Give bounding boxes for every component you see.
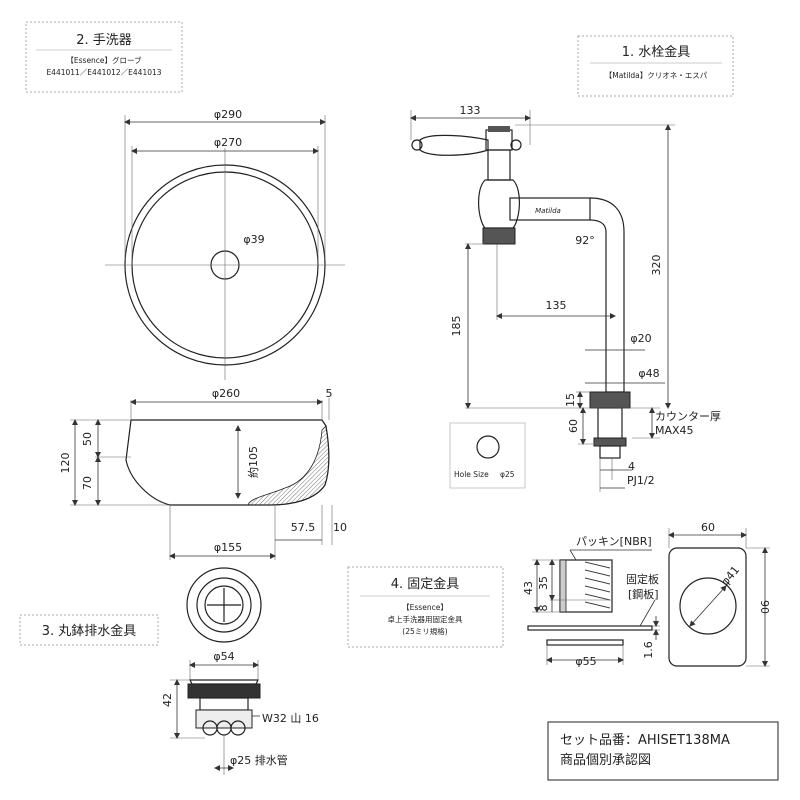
- pipe-diameter: φ20: [630, 332, 651, 345]
- bracket-thread-height: 35: [537, 576, 550, 590]
- hole-size-value: φ25: [500, 470, 515, 479]
- basin-rim-width: 5: [326, 387, 333, 400]
- drain-pipe-spec: φ25 排水管: [230, 753, 288, 767]
- bracket-series: 【Essence】: [402, 603, 448, 612]
- hole-size-label: Hole Size: [454, 470, 489, 479]
- faucet-side-view: Matilda 133 320 92° 135 185 φ20: [410, 104, 721, 492]
- drain-thread-spec: W32 山 16: [262, 712, 319, 725]
- drain-height: 42: [161, 693, 174, 707]
- basin-base-diameter: φ155: [214, 541, 242, 554]
- basin-top-view: φ290 φ270 φ39: [105, 108, 345, 380]
- gasket-label: パッキン[NBR]: [576, 535, 652, 548]
- faucet-title: 1. 水栓金具: [622, 44, 691, 60]
- counter-thickness-max: MAX45: [655, 424, 694, 437]
- basin-side-view: φ260 5 120 50 70 約105 φ155 57.5 10: [59, 387, 347, 560]
- basin-upper-height: 50: [81, 432, 94, 446]
- set-number: セット品番：AHISET138MA: [560, 733, 730, 748]
- basin-lower-height: 70: [81, 476, 94, 490]
- basin-outer-diameter: φ290: [214, 108, 242, 121]
- basin-base-height: 10: [333, 521, 347, 534]
- faucet-series: 【Matilda】クリオネ・エスパ: [605, 71, 708, 80]
- basin-top-diameter: φ260: [212, 387, 240, 400]
- bracket-desc: 卓上手洗器用固定金具: [388, 614, 463, 624]
- plate-width: 60: [701, 521, 715, 534]
- bracket-total-height: 43: [522, 581, 535, 595]
- set-number-box: セット品番：AHISET138MA 商品個別承認図: [547, 721, 779, 781]
- basin-total-height: 120: [59, 453, 72, 474]
- bracket-plate-view: φ41 60 90: [668, 521, 771, 667]
- faucet-reach: 135: [546, 299, 567, 312]
- basin-depth: 約105: [246, 446, 260, 478]
- basin-label-box: 2. 手洗器 【Essence】グローブ E441011／E441012／E44…: [25, 21, 183, 93]
- faucet-logo: Matilda: [535, 207, 561, 215]
- basin-offset: 57.5: [291, 521, 316, 534]
- drain-top-view: [186, 567, 262, 643]
- basin-series: 【Essence】グローブ: [66, 55, 142, 65]
- drain-label-box: 3. 丸鉢排水金具: [19, 614, 159, 646]
- basin-drain-diameter: φ39: [243, 233, 264, 246]
- washer-diameter: φ55: [575, 655, 596, 668]
- approval-label: 商品個別承認図: [560, 752, 651, 768]
- bracket-side-view: パッキン[NBR] 43 35 8 固定板 [鋼板] 1.6 φ55: [522, 535, 660, 668]
- bracket-base-height: 8: [537, 605, 550, 612]
- plate-material: [鋼板]: [628, 587, 659, 601]
- bracket-title: 4. 固定金具: [391, 576, 460, 592]
- plate-hole-diameter: φ41: [719, 563, 743, 588]
- plate-thickness: 1.6: [642, 641, 655, 659]
- faucet-label-box: 1. 水栓金具 【Matilda】クリオネ・エスパ: [577, 35, 734, 97]
- bracket-label-box: 4. 固定金具 【Essence】 卓上手洗器用固定金具 (25ミリ規格): [347, 566, 504, 648]
- bracket-spec: (25ミリ規格): [402, 626, 447, 636]
- plate-label: 固定板: [626, 572, 659, 586]
- faucet-top-width: 133: [460, 104, 481, 117]
- basin-models: E441011／E441012／E441013: [46, 68, 161, 77]
- drain-side-view: φ54 42 W32 山 16 φ25 排水管: [161, 650, 319, 775]
- counter-thickness-label: カウンター厚: [655, 410, 721, 423]
- plate-height: 90: [758, 600, 771, 614]
- thread-length: 60: [567, 419, 580, 433]
- nut-height: 4: [628, 460, 635, 473]
- basin-title: 2. 手洗器: [76, 33, 132, 48]
- flange-height: 15: [564, 393, 577, 407]
- drain-title: 3. 丸鉢排水金具: [42, 623, 137, 639]
- drain-top-diameter: φ54: [213, 650, 234, 663]
- spout-height: 185: [450, 316, 463, 337]
- flange-diameter: φ48: [638, 367, 659, 380]
- faucet-total-height: 320: [650, 255, 663, 276]
- basin-inner-diameter: φ270: [214, 136, 242, 149]
- pipe-thread-spec: PJ1/2: [627, 474, 655, 487]
- spout-angle: 92°: [575, 234, 595, 247]
- hole-size-box: Hole Size φ25: [449, 422, 526, 489]
